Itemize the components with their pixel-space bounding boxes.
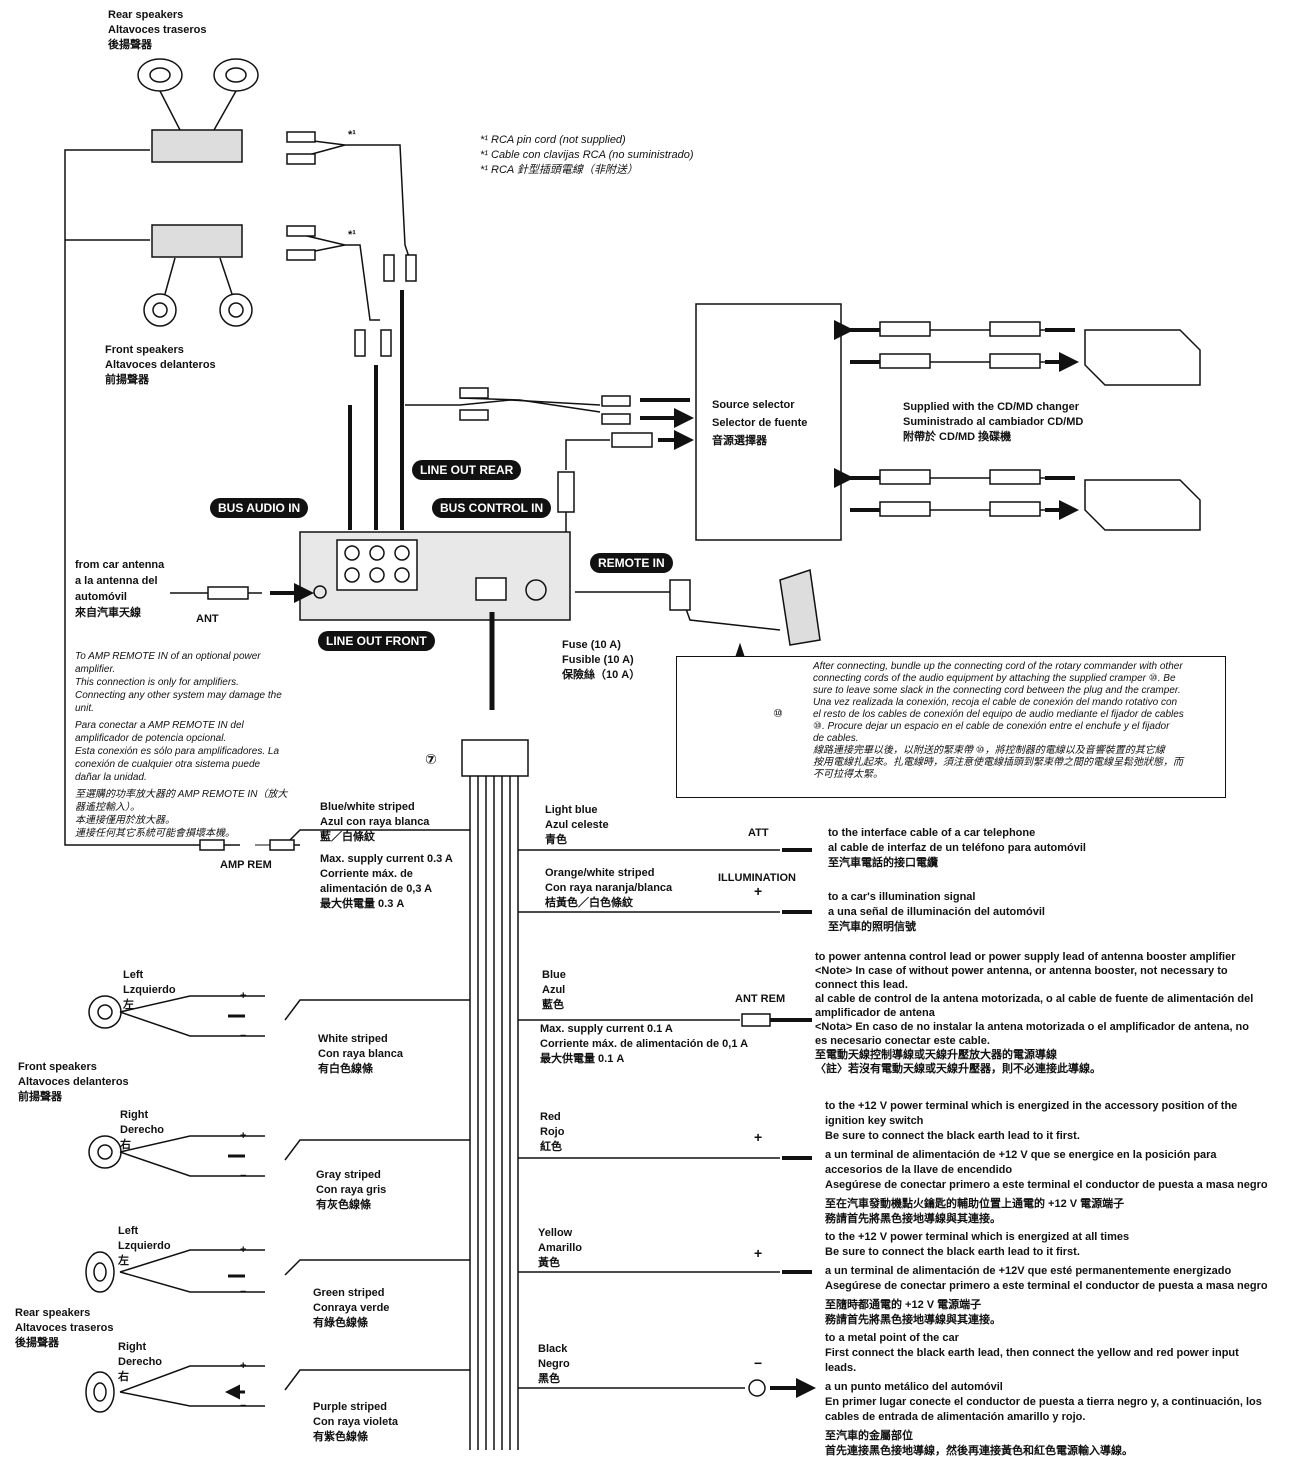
source-selector-box bbox=[695, 303, 842, 541]
harness-connector bbox=[461, 739, 529, 777]
rear-speaker-right bbox=[213, 58, 259, 92]
front-speaker-left bbox=[143, 293, 177, 327]
yellow-plus: + bbox=[754, 1245, 763, 1261]
rear-left-minus: − bbox=[240, 1286, 247, 1298]
illumination-plus: + bbox=[754, 883, 763, 899]
rear-right-plus: + bbox=[240, 1360, 247, 1372]
black-minus: − bbox=[754, 1355, 763, 1371]
amp-rem-label: AMP REM bbox=[220, 859, 272, 871]
cramper-number: ⑩ bbox=[773, 708, 783, 720]
line-out-rear-label: LINE OUT REAR bbox=[412, 460, 522, 480]
fuse-label: Fuse (10 A)Fusible (10 A)保險絲（10 A） bbox=[562, 639, 641, 681]
rear-left-plus: + bbox=[240, 1244, 247, 1256]
att-destination: to the interface cable of a car telephon… bbox=[828, 827, 1086, 869]
connector-number: ⑦ bbox=[425, 751, 437, 767]
front-right-plus: + bbox=[240, 1130, 247, 1142]
rear-speaker-left bbox=[137, 58, 183, 92]
cd-changer-1 bbox=[1084, 329, 1201, 386]
cd-changer-2 bbox=[1084, 479, 1201, 531]
front-left-plus: + bbox=[240, 990, 247, 1002]
red-destination: to the +12 V power terminal which is ene… bbox=[825, 1100, 1268, 1225]
bus-audio-in-label: BUS AUDIO IN bbox=[210, 498, 309, 518]
att-label: ATT bbox=[748, 827, 769, 839]
rotary-commander bbox=[779, 569, 821, 646]
rca-marker-1: *¹ bbox=[348, 129, 356, 141]
rear-right-minus: − bbox=[240, 1400, 247, 1412]
yellow-destination: to the +12 V power terminal which is ene… bbox=[825, 1231, 1268, 1326]
antenna-lead-note: to power antenna control lead or power s… bbox=[815, 951, 1254, 1075]
commander-note-box: After connecting, bundle up the connecti… bbox=[676, 656, 1226, 798]
ant-label: ANT bbox=[196, 613, 219, 625]
commander-note-text: After connecting, bundle up the connecti… bbox=[813, 661, 1184, 780]
red-plus: + bbox=[754, 1129, 763, 1145]
ant-rem-label: ANT REM bbox=[735, 993, 786, 1005]
amplifier-front bbox=[151, 224, 243, 258]
rca-marker-2: *¹ bbox=[348, 229, 356, 241]
illumination-label: ILLUMINATION bbox=[718, 872, 797, 884]
front-speaker-right bbox=[219, 293, 253, 327]
amplifier-rear bbox=[151, 129, 243, 163]
rca-cord-note: *¹ RCA pin cord (not supplied)*¹ Cable c… bbox=[480, 134, 694, 176]
front-left-minus: − bbox=[240, 1030, 247, 1042]
remote-in-label: REMOTE IN bbox=[590, 553, 673, 573]
line-out-front-label: LINE OUT FRONT bbox=[318, 631, 435, 651]
front-right-minus: − bbox=[240, 1170, 247, 1182]
bus-control-in-label: BUS CONTROL IN bbox=[432, 498, 552, 518]
